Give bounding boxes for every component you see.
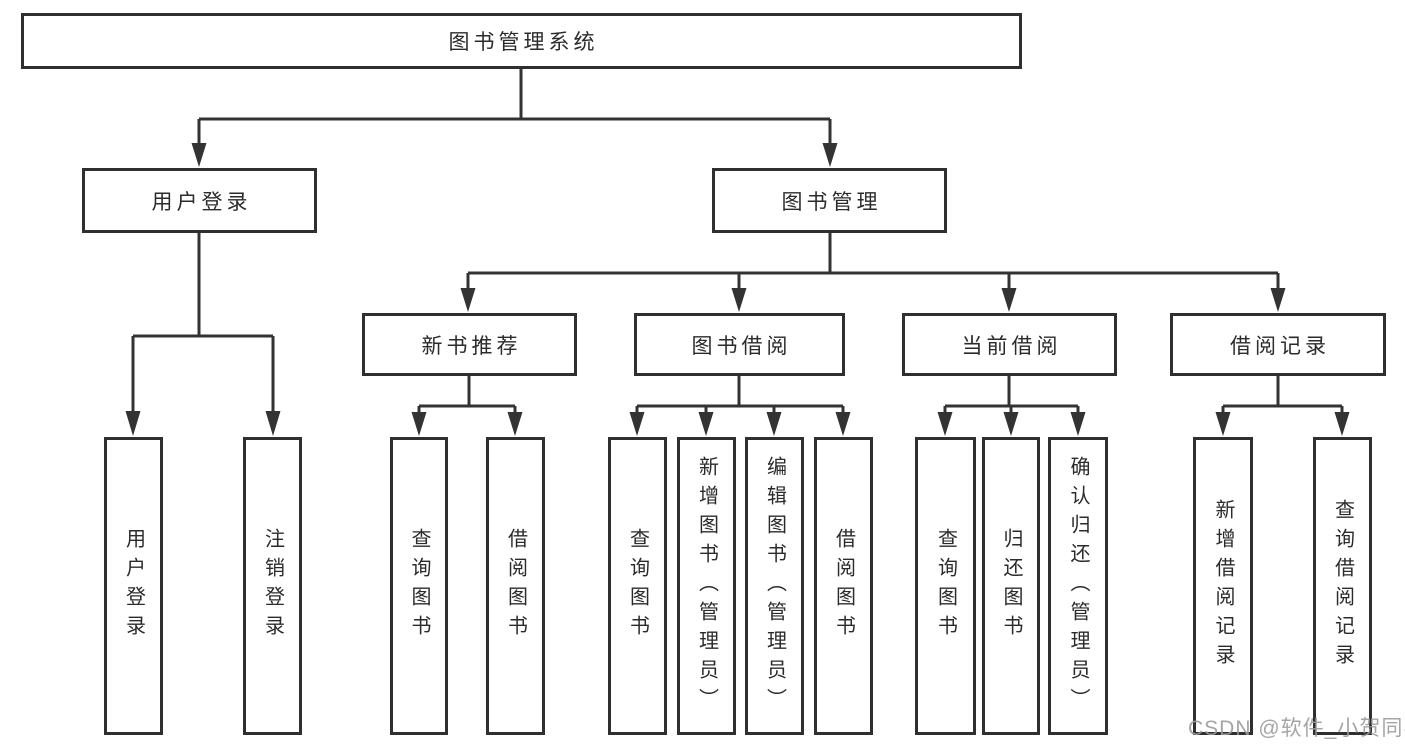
arrowhead-icon (460, 288, 476, 312)
node-new-book-recommend: 新书推荐 (362, 313, 577, 376)
leaf-edit-books-admin: 编辑图书（管理员） (745, 437, 804, 735)
node-label: 借阅图书 (832, 528, 855, 644)
arrowhead-icon (411, 412, 427, 436)
node-book-borrowing: 图书借阅 (634, 313, 845, 376)
node-label: 新增借阅记录 (1212, 499, 1234, 673)
leaf-search-books-current: 查询图书 (915, 437, 976, 735)
node-label: 用户登录 (122, 528, 145, 644)
leaf-add-books-admin: 新增图书（管理员） (677, 437, 736, 735)
node-label: 编辑图书（管理员） (763, 455, 786, 717)
leaf-logout: 注销登录 (243, 437, 302, 735)
csdn-watermark: CSDN @软件_小贺同学 (1188, 717, 1405, 740)
leaf-search-books-borrowing: 查询图书 (608, 437, 667, 735)
arrowhead-icon (835, 412, 851, 436)
node-label: 新增图书（管理员） (695, 455, 718, 717)
arrowhead-icon (698, 412, 714, 436)
leaf-borrow-books-newbooks: 借阅图书 (486, 437, 545, 735)
arrowhead-icon (822, 143, 838, 167)
node-label: 查询图书 (626, 528, 649, 644)
leaf-search-books-newbooks: 查询图书 (390, 437, 448, 735)
node-root-library-management-system: 图书管理系统 (21, 13, 1022, 69)
arrowhead-icon (1003, 412, 1019, 436)
leaf-user-login: 用户登录 (104, 437, 163, 735)
connector-arrowheads (125, 143, 1350, 436)
node-borrowing-records: 借阅记录 (1170, 313, 1386, 376)
leaf-borrow-books-borrowing: 借阅图书 (814, 437, 873, 735)
arrowhead-icon (629, 412, 645, 436)
arrowhead-icon (1001, 288, 1017, 312)
node-label: 注销登录 (261, 528, 284, 644)
node-label: 借阅记录 (1230, 334, 1330, 358)
node-label: 查询图书 (934, 528, 957, 644)
leaf-add-borrow-record: 新增借阅记录 (1193, 437, 1253, 735)
leaf-search-borrow-record: 查询借阅记录 (1313, 437, 1372, 735)
arrowhead-icon (766, 412, 782, 436)
leaf-return-books: 归还图书 (982, 437, 1040, 735)
arrowhead-icon (1334, 412, 1350, 436)
node-label: 确认归还（管理员） (1067, 455, 1089, 717)
arrowhead-icon (507, 412, 523, 436)
node-label: 当前借阅 (961, 334, 1062, 358)
node-user-login-branch: 用户登录 (82, 168, 317, 233)
node-label: 查询借阅记录 (1331, 499, 1354, 673)
node-label: 用户登录 (151, 190, 252, 214)
node-label: 查询图书 (408, 528, 430, 644)
leaf-confirm-return-admin: 确认归还（管理员） (1048, 437, 1108, 735)
node-current-borrowing: 当前借阅 (902, 313, 1117, 376)
arrowhead-icon (731, 288, 747, 312)
node-label: 图书管理 (781, 190, 882, 214)
node-label: 归还图书 (1000, 528, 1022, 644)
node-label: 新书推荐 (421, 334, 522, 358)
arrowhead-icon (1070, 412, 1086, 436)
node-book-management-branch: 图书管理 (712, 168, 947, 233)
arrowhead-icon (265, 411, 281, 436)
node-label: 图书借阅 (691, 334, 792, 358)
arrowhead-icon (937, 412, 953, 436)
node-label: 借阅图书 (504, 528, 527, 644)
arrowhead-icon (125, 411, 141, 436)
arrowhead-icon (1270, 288, 1286, 312)
arrowhead-icon (1215, 412, 1231, 436)
node-label: 图书管理系统 (448, 31, 599, 54)
arrowhead-icon (191, 143, 207, 167)
